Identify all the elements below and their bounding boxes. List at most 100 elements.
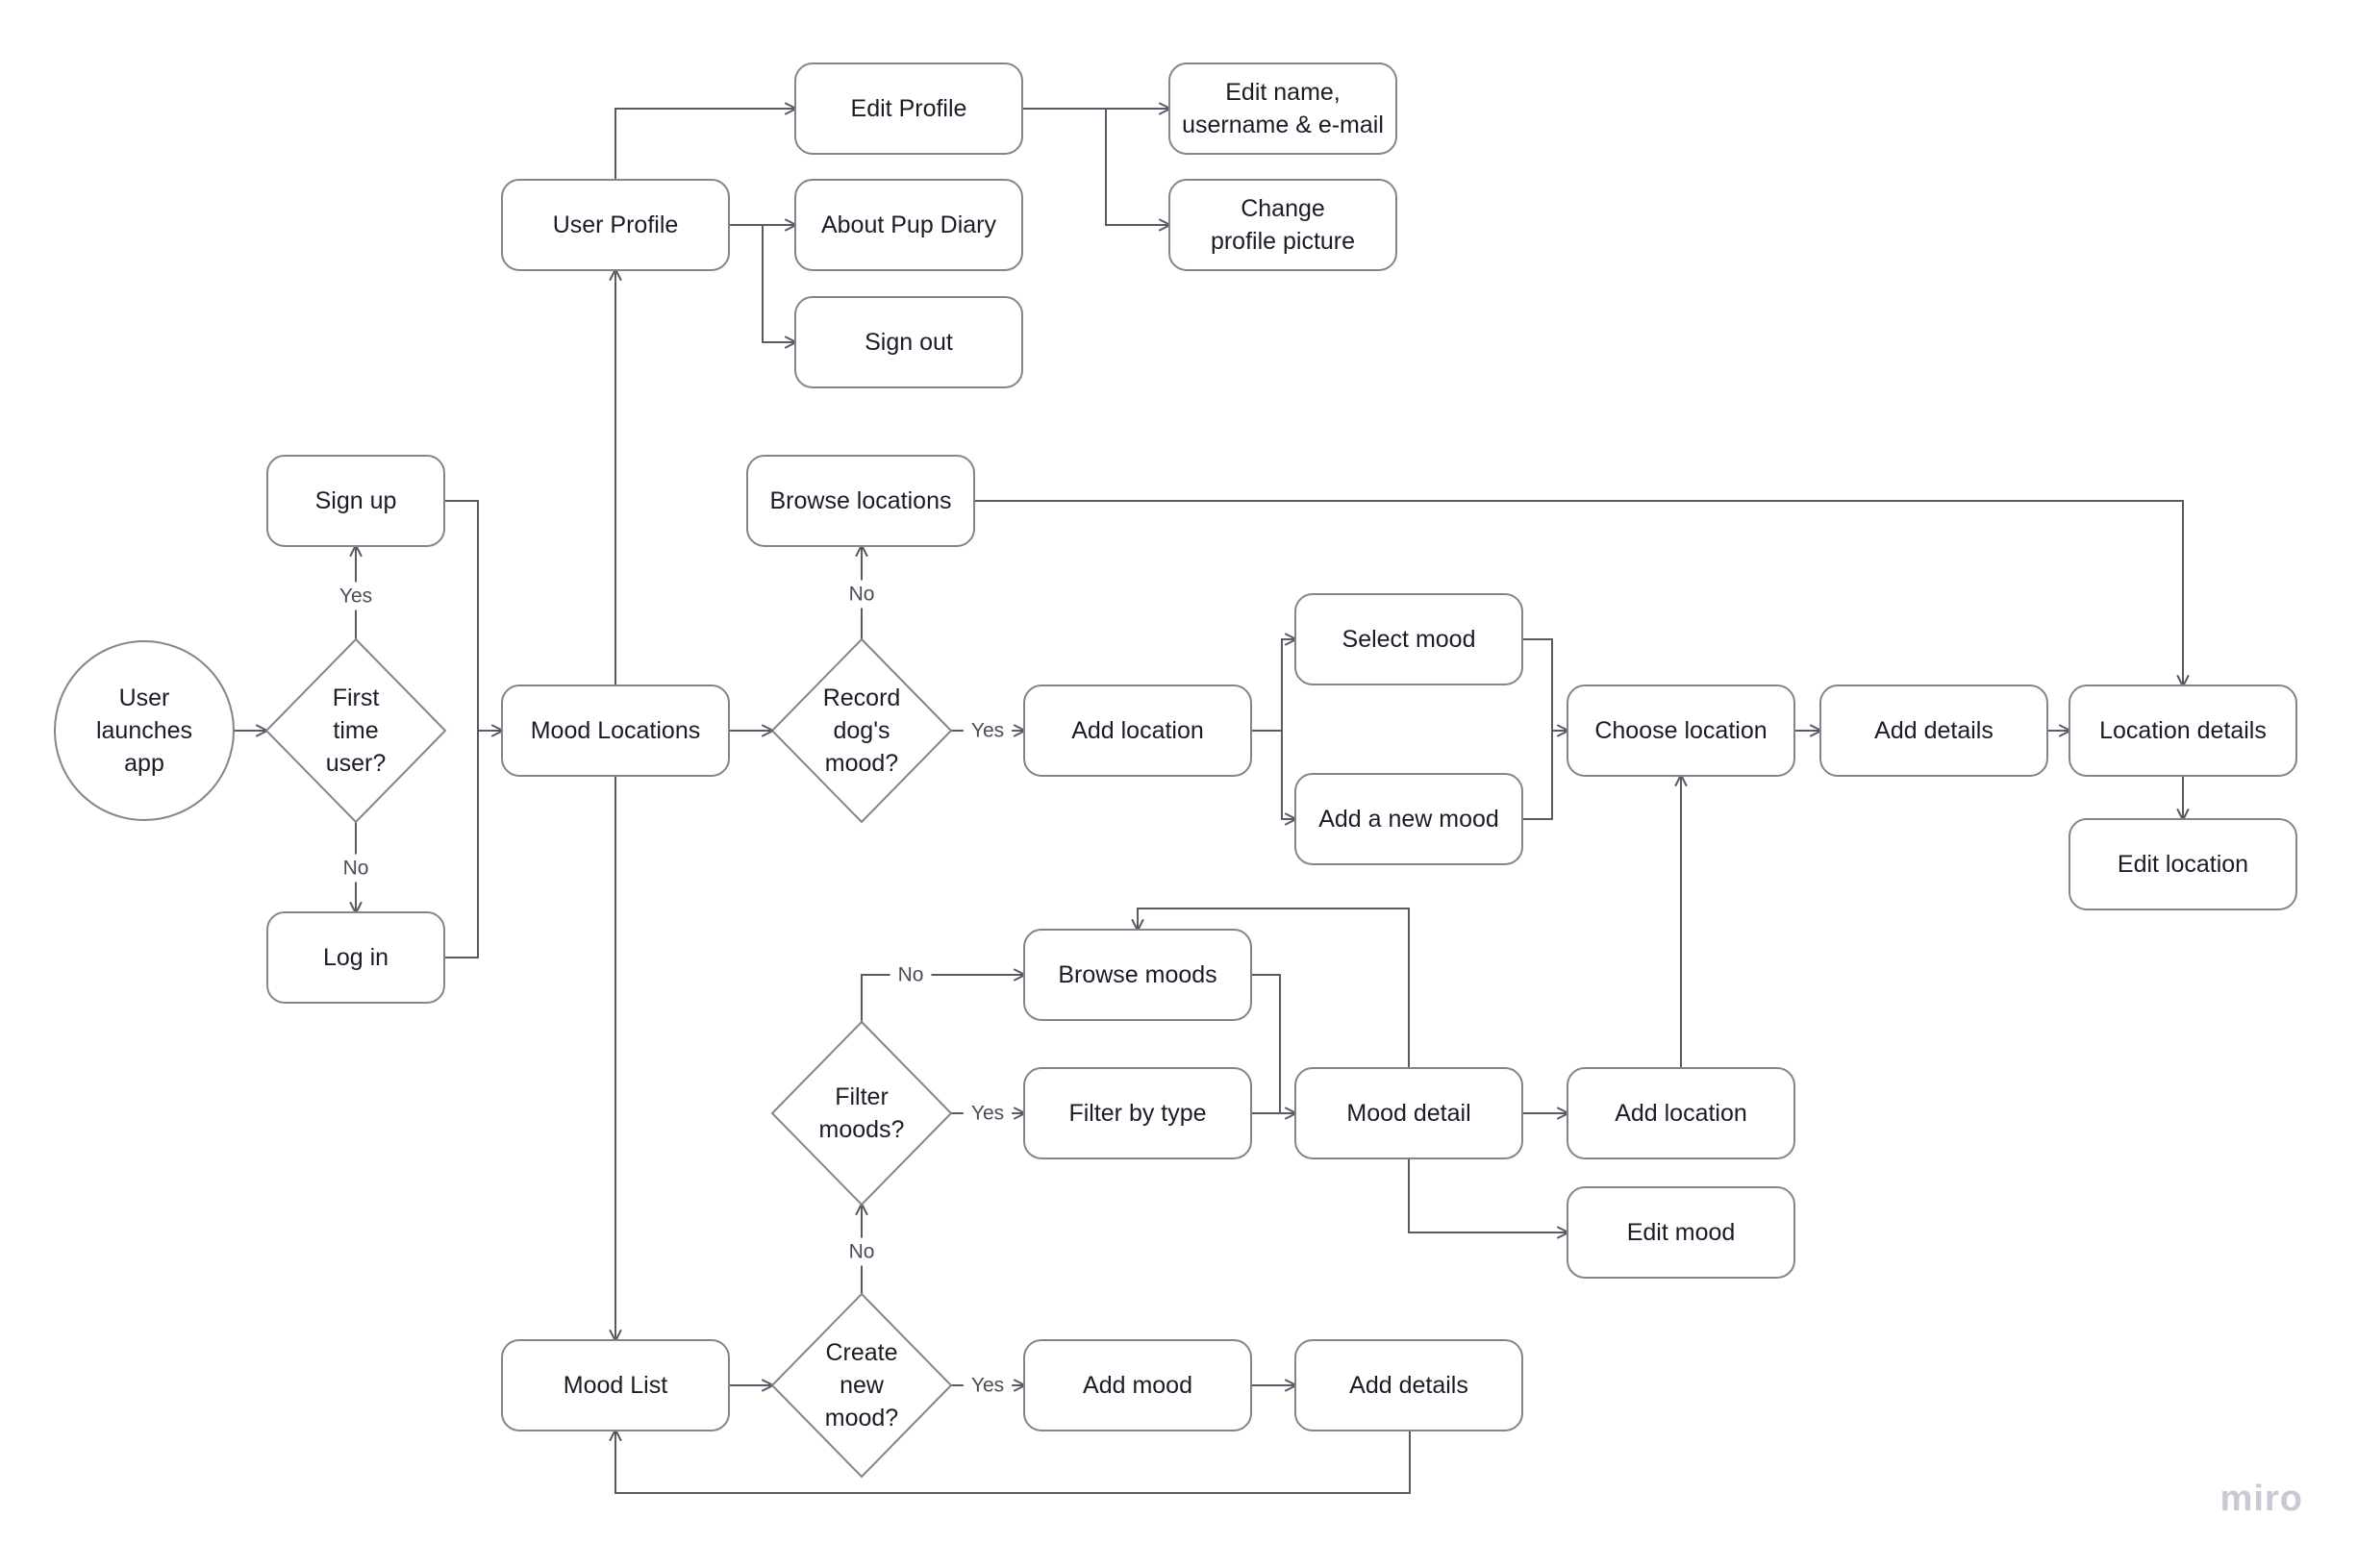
add-location-2-label: Add location bbox=[1615, 1100, 1747, 1127]
select-mood-shape[interactable] bbox=[1294, 593, 1523, 685]
edge-label-yes-create-yes-add-mood[interactable]: Yes bbox=[963, 1371, 1013, 1400]
node-sign-up[interactable]: Sign up bbox=[266, 455, 445, 547]
start-user-launches-app-shape[interactable] bbox=[54, 640, 235, 821]
add-details-mood-label: Add details bbox=[1349, 1372, 1468, 1399]
svg-text:No: No bbox=[343, 858, 369, 880]
node-browse-moods[interactable]: Browse moods bbox=[1023, 929, 1252, 1021]
edge-browse-moods-merge-mood-detail[interactable] bbox=[1251, 974, 1281, 1113]
filter-by-type-shape[interactable] bbox=[1023, 1067, 1252, 1159]
change-profile-picture-shape[interactable] bbox=[1168, 179, 1397, 271]
edge-signup-login-rail[interactable] bbox=[444, 500, 479, 958]
log-in-shape[interactable] bbox=[266, 911, 445, 1004]
node-user-profile[interactable]: User Profile bbox=[501, 179, 730, 271]
node-sign-out[interactable]: Sign out bbox=[794, 296, 1023, 388]
edit-name-username-email-shape[interactable] bbox=[1168, 62, 1397, 155]
edge-user-profile-to-edit-profile[interactable] bbox=[614, 102, 797, 180]
log-in-label: Log in bbox=[323, 944, 389, 971]
node-add-details-location[interactable]: Add details bbox=[1819, 684, 2048, 777]
mood-list-shape[interactable] bbox=[501, 1339, 730, 1431]
node-edit-profile[interactable]: Edit Profile bbox=[794, 62, 1023, 155]
edge-mood-detail-loop-browse-moods[interactable] bbox=[1131, 908, 1410, 1068]
edge-filter-no-browse-moods[interactable] bbox=[861, 968, 1026, 1022]
edit-profile-shape[interactable] bbox=[794, 62, 1023, 155]
node-add-mood[interactable]: Add mood bbox=[1023, 1339, 1252, 1431]
edge-label-yes-record-yes-add-location[interactable]: Yes bbox=[963, 716, 1013, 745]
node-add-location-2[interactable]: Add location bbox=[1567, 1067, 1795, 1159]
edit-mood-shape[interactable] bbox=[1567, 1186, 1795, 1279]
choose-location-shape[interactable] bbox=[1567, 684, 1795, 777]
edge-add-details-loop-to-mood-list[interactable] bbox=[609, 1429, 1411, 1494]
edge-edit-profile-to-change-picture[interactable] bbox=[1105, 109, 1171, 232]
edge-add-location-to-add-new-mood[interactable] bbox=[1281, 731, 1297, 826]
about-pup-diary-shape[interactable] bbox=[794, 179, 1023, 271]
location-details-shape[interactable] bbox=[2069, 684, 2297, 777]
mood-locations-shape[interactable] bbox=[501, 684, 730, 777]
edge-select-mood-merge[interactable] bbox=[1522, 638, 1553, 731]
node-filter-by-type[interactable]: Filter by type bbox=[1023, 1067, 1252, 1159]
edge-label-no-filter-no-browse-moods[interactable]: No bbox=[890, 960, 932, 989]
node-edit-location[interactable]: Edit location bbox=[2069, 818, 2297, 910]
edge-label-no-record-no-browse-locations[interactable]: No bbox=[840, 580, 883, 609]
filter-moods-shape[interactable] bbox=[770, 1020, 953, 1207]
add-location-2-shape[interactable] bbox=[1567, 1067, 1795, 1159]
user-profile-shape[interactable] bbox=[501, 179, 730, 271]
browse-moods-label: Browse moods bbox=[1058, 961, 1216, 988]
node-edit-name-username-email[interactable]: Edit name,username & e-mail bbox=[1168, 62, 1397, 155]
node-add-a-new-mood[interactable]: Add a new mood bbox=[1294, 773, 1523, 865]
node-about-pup-diary[interactable]: About Pup Diary bbox=[794, 179, 1023, 271]
about-pup-diary-label: About Pup Diary bbox=[821, 212, 997, 238]
edge-user-profile-to-sign-out[interactable] bbox=[762, 225, 797, 349]
add-location-shape[interactable] bbox=[1023, 684, 1252, 777]
sign-up-shape[interactable] bbox=[266, 455, 445, 547]
edge-add-location-to-select-mood[interactable] bbox=[1281, 633, 1297, 731]
edge-label-no-first-time-no-log-in[interactable]: No bbox=[335, 854, 377, 883]
node-add-details-mood[interactable]: Add details bbox=[1294, 1339, 1523, 1431]
select-mood-label: Select mood bbox=[1342, 626, 1476, 653]
node-mood-locations[interactable]: Mood Locations bbox=[501, 684, 730, 777]
browse-locations-shape[interactable] bbox=[746, 455, 975, 547]
filter-by-type-label: Filter by type bbox=[1068, 1100, 1206, 1127]
node-mood-list[interactable]: Mood List bbox=[501, 1339, 730, 1431]
node-select-mood[interactable]: Select mood bbox=[1294, 593, 1523, 685]
edge-label-yes-filter-yes-filter-by-type[interactable]: Yes bbox=[963, 1099, 1013, 1128]
add-details-location-shape[interactable] bbox=[1819, 684, 2048, 777]
edge-label-yes-first-time-yes-sign-up[interactable]: Yes bbox=[331, 582, 381, 610]
node-mood-detail[interactable]: Mood detail bbox=[1294, 1067, 1523, 1159]
mood-detail-label: Mood detail bbox=[1346, 1100, 1470, 1127]
edge-mood-detail-to-edit-mood[interactable] bbox=[1408, 1158, 1569, 1239]
node-choose-location[interactable]: Choose location bbox=[1567, 684, 1795, 777]
location-details-label: Location details bbox=[2099, 717, 2267, 744]
node-add-location[interactable]: Add location bbox=[1023, 684, 1252, 777]
add-mood-shape[interactable] bbox=[1023, 1339, 1252, 1431]
add-a-new-mood-shape[interactable] bbox=[1294, 773, 1523, 865]
node-edit-mood[interactable]: Edit mood bbox=[1567, 1186, 1795, 1279]
edit-location-shape[interactable] bbox=[2069, 818, 2297, 910]
edge-browse-locations-to-location-details[interactable] bbox=[974, 500, 2190, 687]
record-dogs-mood-shape[interactable] bbox=[770, 637, 953, 824]
create-new-mood-shape[interactable] bbox=[770, 1292, 953, 1479]
node-location-details[interactable]: Location details bbox=[2069, 684, 2297, 777]
edge-label-no-create-no-filter-moods[interactable]: No bbox=[840, 1237, 883, 1266]
svg-text:Yes: Yes bbox=[339, 585, 372, 608]
first-time-user-shape[interactable] bbox=[264, 637, 447, 824]
edge-add-new-mood-merge[interactable] bbox=[1522, 731, 1553, 820]
node-log-in[interactable]: Log in bbox=[266, 911, 445, 1004]
add-a-new-mood-label: Add a new mood bbox=[1318, 806, 1499, 833]
mood-detail-shape[interactable] bbox=[1294, 1067, 1523, 1159]
sign-out-shape[interactable] bbox=[794, 296, 1023, 388]
add-details-mood-shape[interactable] bbox=[1294, 1339, 1523, 1431]
node-browse-locations[interactable]: Browse locations bbox=[746, 455, 975, 547]
browse-moods-shape[interactable] bbox=[1023, 929, 1252, 1021]
